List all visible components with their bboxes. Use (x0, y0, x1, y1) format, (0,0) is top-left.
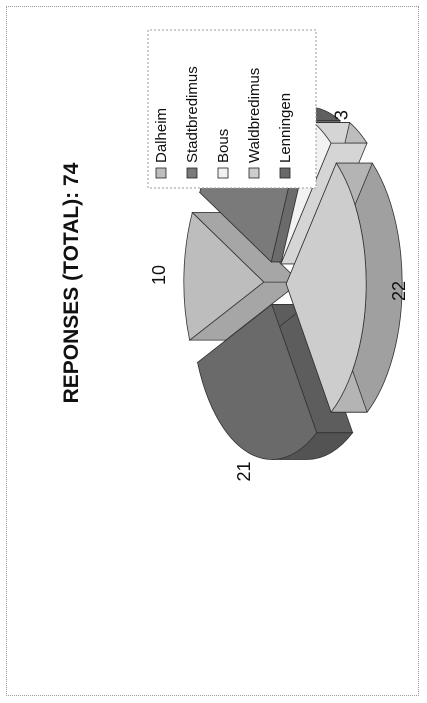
slice-dalheim (183, 211, 301, 341)
legend-label: Dalheim (153, 108, 170, 163)
legend-item-lenningen: Lenningen (277, 93, 294, 179)
legend-item-bous: Bous (215, 129, 232, 179)
legend-swatch (248, 167, 260, 179)
legend-item-waldbredimus: Waldbredimus (246, 68, 263, 179)
legend-swatch (279, 167, 291, 179)
legend-label: Bous (215, 129, 232, 163)
legend-label: Waldbredimus (246, 68, 263, 163)
slice-waldbredimus (285, 162, 403, 413)
legend-item-dalheim: Dalheim (153, 108, 170, 179)
legend-label: Stadtbredimus (184, 66, 201, 163)
legend-box (147, 29, 317, 189)
value-label-waldbredimus: 22 (389, 281, 409, 301)
value-label-lenningen: 21 (234, 461, 254, 481)
value-label-bous: 3 (332, 110, 352, 120)
legend-swatch (155, 167, 167, 179)
legend-swatch (217, 167, 229, 179)
value-label-dalheim: 10 (149, 265, 169, 285)
chart-title: REPONSES (TOTAL): 74 (60, 162, 83, 403)
legend-swatch (186, 167, 198, 179)
legend-label: Lenningen (277, 93, 294, 163)
legend-item-stadtbredimus: Stadtbredimus (184, 66, 201, 179)
